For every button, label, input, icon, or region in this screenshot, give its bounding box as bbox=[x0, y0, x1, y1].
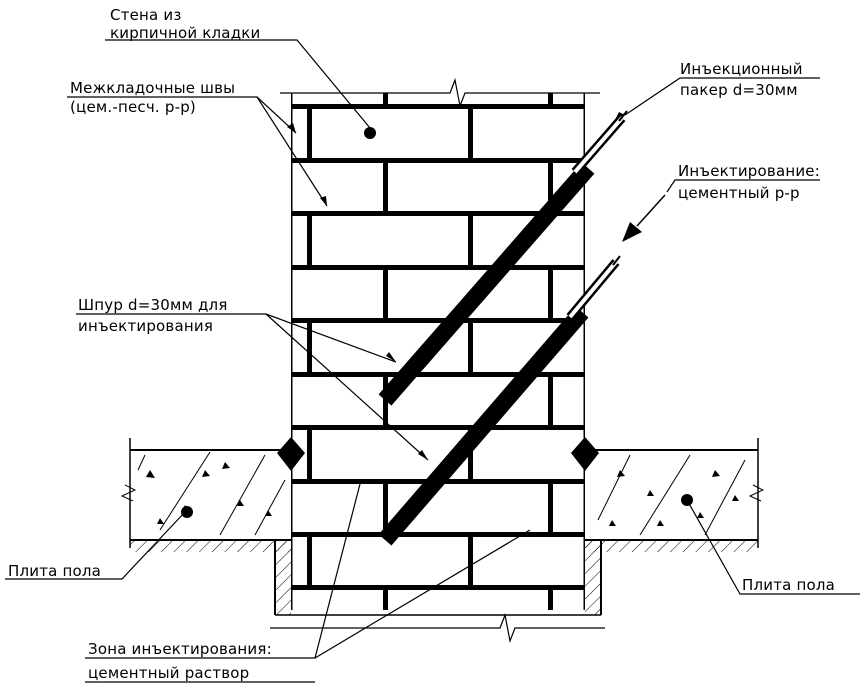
section-dot-left bbox=[181, 506, 193, 518]
label-zone-line2: цементный раствор bbox=[88, 664, 249, 682]
label-wall-line2: кирпичной кладки bbox=[110, 24, 260, 42]
label-borehole-line2: инъектирования bbox=[78, 317, 213, 335]
wall-section-dot bbox=[364, 127, 376, 139]
label-borehole-line1: Шпур d=30мм для bbox=[78, 296, 228, 314]
label-joints-line2: (цем.-песч. р-р) bbox=[70, 98, 196, 116]
injection-arrow bbox=[622, 194, 666, 242]
packer-upper bbox=[571, 110, 628, 175]
seal-right bbox=[571, 437, 599, 471]
label-injection-line2: цементный р-р bbox=[678, 184, 800, 202]
borehole-lower bbox=[378, 306, 589, 546]
wall-break-bottom bbox=[270, 612, 605, 644]
label-injection-line1: Инъектирование: bbox=[678, 162, 820, 180]
floor-slab-left bbox=[120, 438, 291, 552]
label-joints-line1: Межкладочные швы bbox=[70, 79, 235, 97]
packer-lower bbox=[566, 255, 621, 320]
seal-left bbox=[277, 437, 305, 471]
borehole-upper bbox=[378, 162, 595, 406]
label-floor-right: Плита пола bbox=[742, 576, 835, 594]
floor-slab-right bbox=[585, 438, 765, 552]
foundation bbox=[274, 540, 602, 616]
label-packer-line2: пакер d=30мм bbox=[680, 81, 798, 99]
leader-lines bbox=[5, 39, 860, 659]
label-wall-line1: Стена из bbox=[110, 6, 182, 24]
label-packer-line1: Инъекционный bbox=[680, 60, 803, 78]
wall-break-top bbox=[280, 77, 600, 109]
label-floor-left: Плита пола bbox=[8, 562, 101, 580]
label-zone-line1: Зона инъектирования: bbox=[88, 640, 272, 658]
leader-arrowheads bbox=[287, 112, 625, 460]
